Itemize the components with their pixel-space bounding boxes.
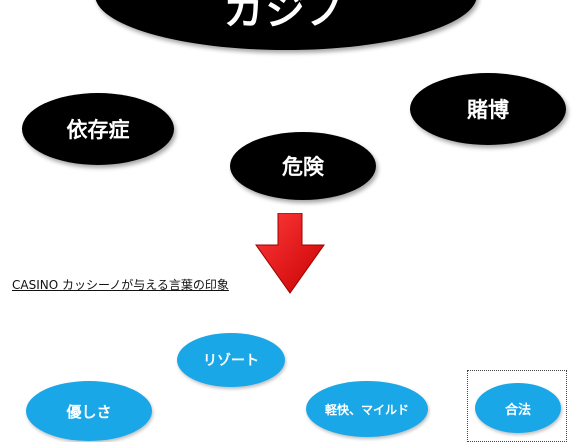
- positive-label-light-mild: 軽快、マイルド: [324, 402, 409, 417]
- positive-ellipse-legal: 合法: [475, 383, 561, 433]
- positive-label-legal: 合法: [504, 402, 531, 418]
- positive-ellipse-resort: リゾート: [177, 333, 285, 387]
- down-arrow-shape: [255, 213, 325, 294]
- negative-label-danger: 危険: [282, 155, 324, 179]
- negative-ellipse-gambling: 賭博: [410, 73, 566, 145]
- down-arrow-icon: [255, 213, 325, 294]
- positive-ellipse-gentleness: 優しさ: [26, 381, 152, 441]
- negative-ellipse-dependence: 依存症: [22, 93, 174, 165]
- negative-ellipse-danger: 危険: [230, 132, 376, 200]
- negative-label-gambling: 賭博: [467, 98, 509, 122]
- section-heading: CASINO カッシーノが与える言葉の印象: [12, 278, 229, 292]
- positive-label-gentleness: 優しさ: [66, 402, 112, 421]
- title-text: カジノ: [223, 0, 349, 34]
- positive-ellipse-light-mild: 軽快、マイルド: [306, 381, 428, 437]
- title-ellipse: カジノ: [95, 0, 477, 50]
- positive-label-resort: リゾート: [203, 353, 259, 369]
- negative-label-dependence: 依存症: [66, 118, 130, 142]
